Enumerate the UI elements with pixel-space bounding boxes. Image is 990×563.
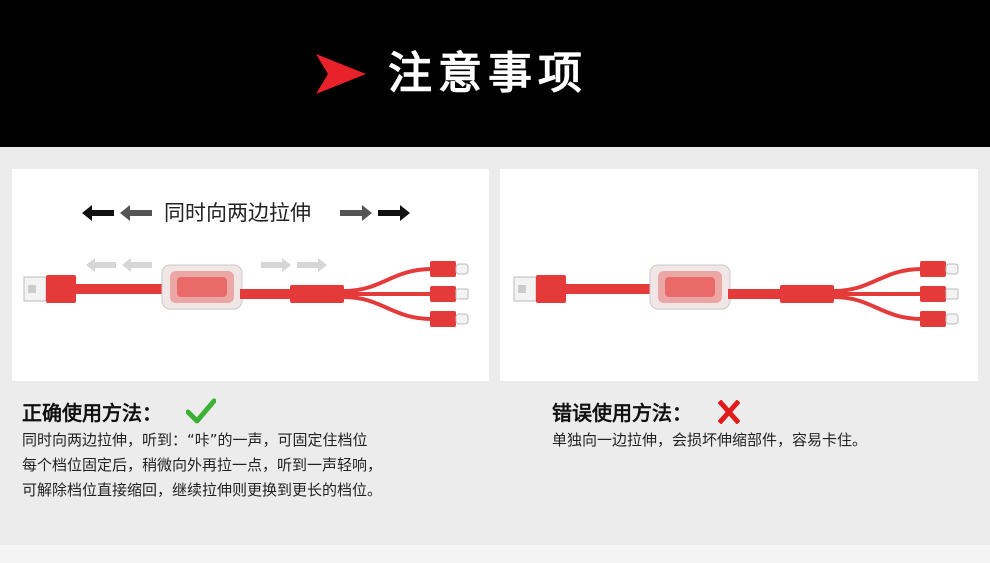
check-icon (186, 398, 216, 424)
page-title: 注意事项 (388, 48, 588, 99)
retractable-cable-image (513, 261, 959, 327)
wrong-usage-description: 单独向一边拉伸，会损坏伸缩部件，容易卡住。 (552, 428, 867, 453)
description-line: 可解除档位直接缩回，继续拉伸则更换到更长的档位。 (22, 481, 383, 499)
description-line: 单独向一边拉伸，会损坏伸缩部件，容易卡住。 (552, 431, 868, 449)
cross-icon (718, 400, 740, 424)
faded-arrows-icon (86, 258, 327, 272)
description-line: 同时向两边拉伸，听到：“咔”的一声，可固定住档位 (22, 431, 368, 449)
header-banner: 注意事项 (0, 0, 990, 147)
correct-usage-illustration: 同时向两边拉伸 (12, 169, 489, 381)
play-arrow-icon (316, 54, 366, 94)
correct-usage-caption: 正确使用方法： (22, 400, 162, 426)
pull-both-arrows-icon (82, 205, 410, 221)
correct-usage-title: 正确使用方法： (22, 401, 162, 425)
wrong-usage-title: 错误使用方法： (552, 401, 692, 425)
pull-both-label: 同时向两边拉伸 (164, 201, 311, 225)
wrong-usage-illustration (500, 169, 978, 381)
retractable-cable-image (23, 261, 469, 327)
correct-usage-description: 同时向两边拉伸，听到：“咔”的一声，可固定住档位 每个档位固定后，稍微向外再拉一… (22, 428, 382, 503)
description-line: 每个档位固定后，稍微向外再拉一点，听到一声轻响， (22, 456, 383, 474)
wrong-usage-caption: 错误使用方法： (552, 400, 692, 426)
footer-band (0, 545, 990, 563)
